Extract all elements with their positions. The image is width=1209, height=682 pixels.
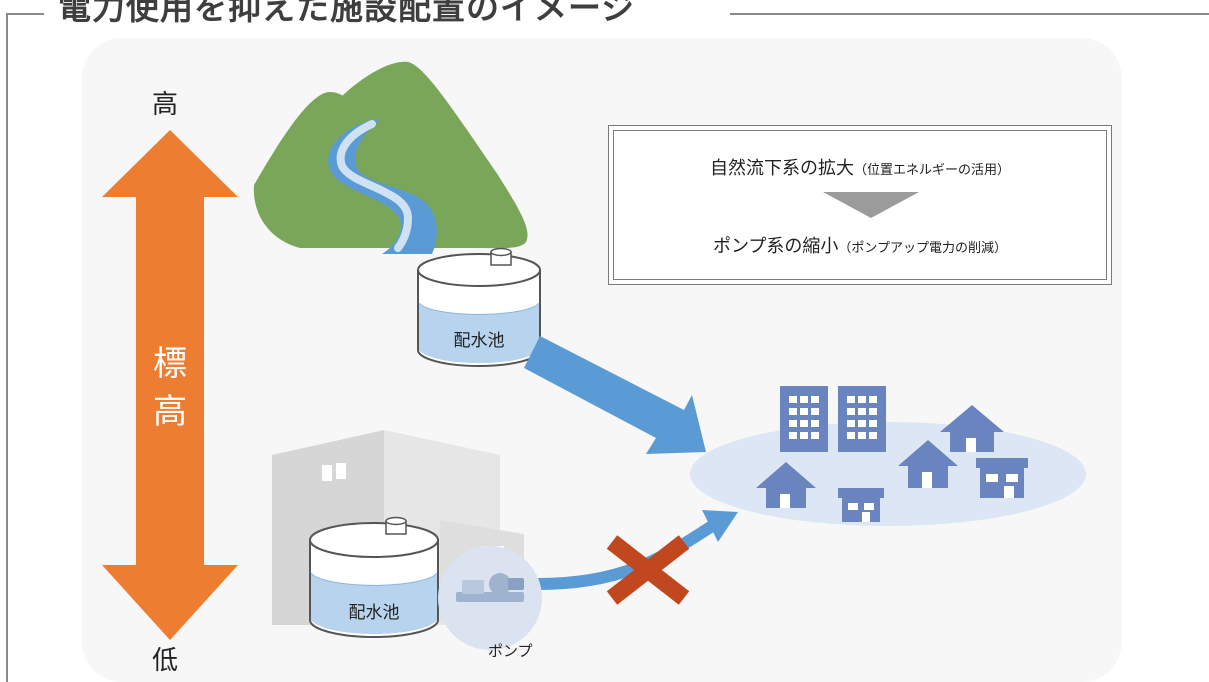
pump-label: ポンプ: [488, 642, 533, 660]
axis-label-low: 低: [152, 646, 179, 676]
frame-line-top-left: [6, 13, 44, 15]
town-area: [690, 422, 1086, 526]
elevation-arrow: [102, 130, 238, 640]
upper-tank-label: 配水池: [453, 331, 505, 351]
info-line-1-sub: （位置エネルギーの活用）: [853, 163, 1010, 178]
gravity-flow-arrow: [524, 336, 706, 454]
frame-line-top-right: [730, 13, 1209, 15]
cross-mark-icon: [606, 535, 690, 605]
info-line-2-main: ポンプ系の縮小: [712, 236, 839, 257]
frame-line-left: [6, 13, 8, 682]
axis-title-elevation: 標高: [153, 344, 187, 432]
info-line-expand-gravity: 自然流下系の拡大（位置エネルギーの活用）: [609, 154, 1111, 180]
info-line-1-main: 自然流下系の拡大: [709, 158, 854, 179]
shop-icon: [838, 458, 1028, 522]
pump-icon: [438, 546, 542, 650]
upper-reservoir-tank-icon: [417, 247, 541, 367]
axis-label-high: 高: [152, 90, 179, 120]
info-line-reduce-pump: ポンプ系の縮小（ポンプアップ電力の削減）: [609, 232, 1111, 258]
info-line-2-sub: （ポンプアップ電力の削減）: [838, 241, 1008, 256]
lower-tank-label: 配水池: [348, 603, 400, 623]
mountain-icon: [253, 61, 528, 254]
house-icon: [756, 405, 1004, 508]
info-box-inner-border: [613, 130, 1107, 280]
info-box: 自然流下系の拡大（位置エネルギーの活用） ポンプ系の縮小（ポンプアップ電力の削減…: [608, 125, 1112, 285]
down-arrow-icon: [823, 192, 919, 218]
office-building-icon: [780, 386, 886, 452]
lower-reservoir-tank-icon: [309, 516, 439, 638]
page-title: 電力使用を抑えた施設配置のイメージ: [58, 0, 636, 27]
